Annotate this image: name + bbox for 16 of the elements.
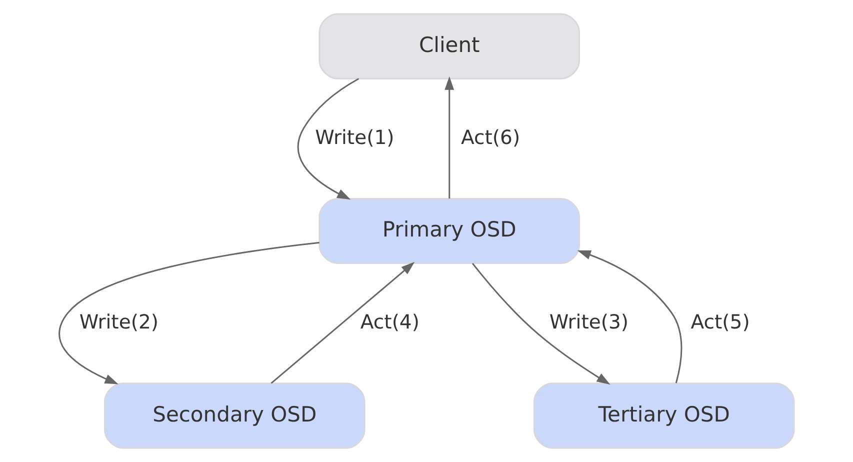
edge-label: Write(1) (315, 126, 394, 149)
arrow (270, 262, 415, 384)
arrow (444, 76, 454, 199)
node-box: Client (318, 13, 580, 80)
edge-label: Act(6) (461, 126, 520, 149)
arrow (577, 250, 682, 384)
edge-label: Act(5) (690, 310, 750, 334)
edge-label: Write(2) (79, 310, 158, 334)
node-box: Tertiary OSD (533, 382, 795, 449)
arrow (58, 242, 320, 384)
arrow (472, 262, 610, 385)
arrow (297, 78, 360, 200)
edge-label: Write(3) (549, 310, 629, 334)
node-box: Primary OSD (318, 198, 580, 264)
node-box: Secondary OSD (104, 382, 366, 449)
edge-label: Act(4) (360, 310, 420, 334)
